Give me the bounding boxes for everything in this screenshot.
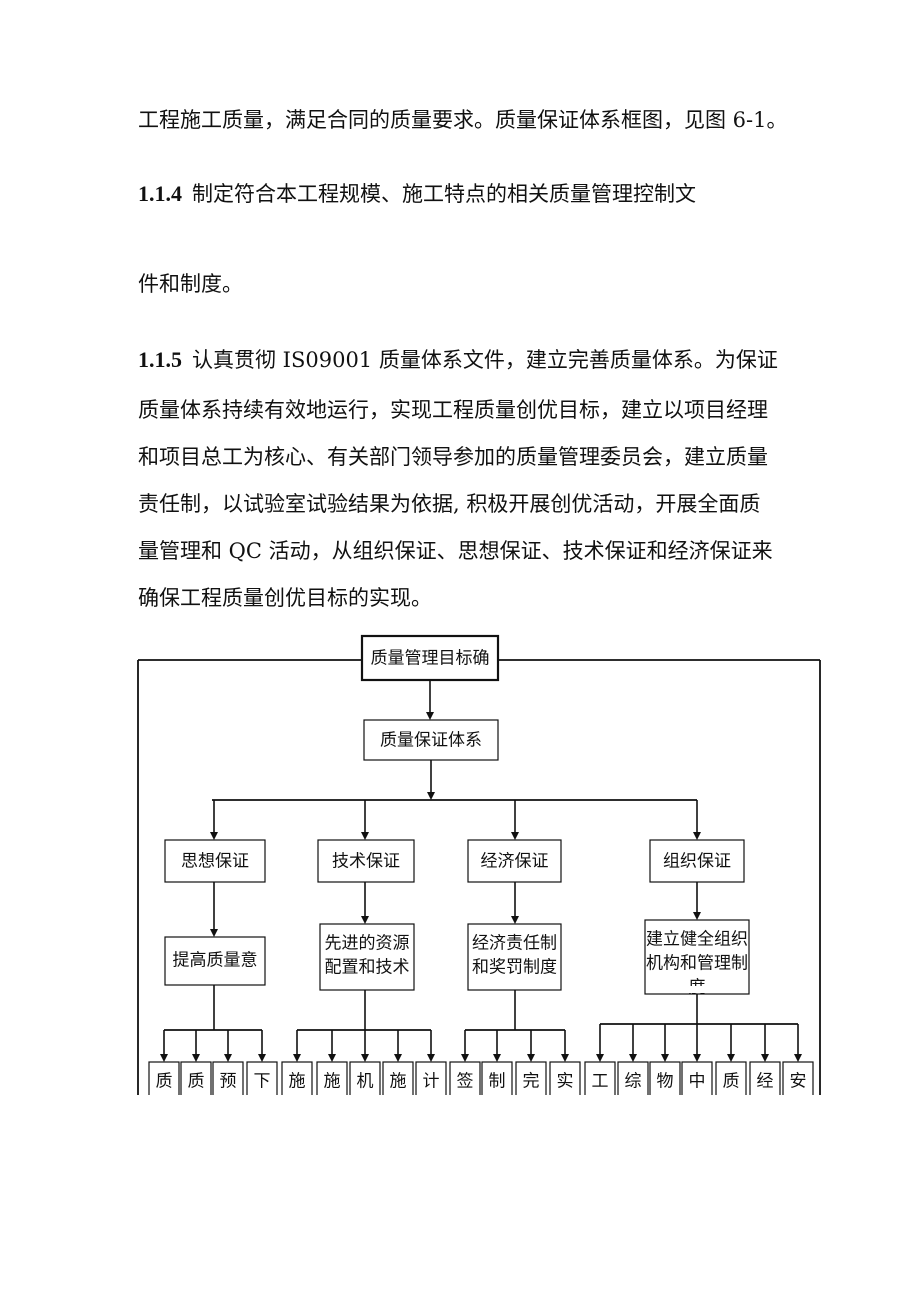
- paragraph-text: 责任制，以试验室试验结果为依据, 积极开展创优活动，开展全面质: [138, 492, 761, 516]
- leaf-label: 施: [289, 1072, 306, 1092]
- leaf-label: 制: [489, 1072, 506, 1092]
- branch-box: [317, 839, 415, 883]
- section-text: 制定符合本工程规模、施工特点的相关质量管理控制文: [192, 182, 696, 206]
- sub-box-label: 建立健全组织: [646, 930, 748, 950]
- paragraph-text: 量管理和 QC 活动，从组织保证、思想保证、技术保证和经济保证来: [138, 539, 773, 563]
- leaf-label: 施: [390, 1072, 407, 1092]
- leaf-label: 完: [523, 1072, 540, 1092]
- paragraph-line-2: 和项目总工为核心、有关部门领导参加的质量管理委员会，建立质量: [138, 443, 768, 471]
- leaf-label: 质: [188, 1072, 205, 1092]
- leaf-label: 下: [254, 1072, 271, 1092]
- leaf-label: 签: [457, 1072, 474, 1092]
- sub-box: [644, 919, 750, 995]
- leaf-label: 综: [625, 1072, 642, 1092]
- branch-box: [467, 839, 562, 883]
- paragraph-text: 件和制度。: [138, 272, 243, 296]
- section-text: 认真贯彻 IS09001 质量体系文件，建立完善质量体系。为保证: [192, 348, 778, 372]
- leaf-label: 经: [757, 1072, 774, 1092]
- paragraph-line-4: 量管理和 QC 活动，从组织保证、思想保证、技术保证和经济保证来: [138, 537, 773, 565]
- leaf-label: 预: [220, 1072, 237, 1092]
- sub-box-label: 机构和管理制: [646, 954, 748, 974]
- leaf-label: 质: [156, 1072, 173, 1092]
- leaf-label: 计: [423, 1072, 440, 1092]
- branch-label: 技术保证: [332, 852, 400, 872]
- text-line-1: 工程施工质量，满足合同的质量要求。质量保证体系框图，见图 6-1。: [138, 106, 788, 134]
- top-goal-label: 质量管理目标确: [371, 649, 490, 669]
- sub-box-label: 和奖罚制度: [472, 958, 557, 978]
- quality-system-label: 质量保证体系: [380, 731, 482, 751]
- branch-box: [649, 839, 745, 883]
- sub-box-label: 配置和技术: [325, 958, 410, 978]
- branch-label: 组织保证: [663, 852, 731, 872]
- sub-box: [319, 923, 415, 991]
- leaf-label: 机: [357, 1072, 374, 1092]
- paragraph-text: 和项目总工为核心、有关部门领导参加的质量管理委员会，建立质量: [138, 445, 768, 469]
- paragraph-line-1: 质量体系持续有效地运行，实现工程质量创优目标，建立以项目经理: [138, 396, 768, 424]
- leaf-label: 实: [557, 1072, 574, 1092]
- leaf-label: 中: [689, 1072, 706, 1092]
- crop-mask: [646, 986, 748, 993]
- leaf-label: 施: [324, 1072, 341, 1092]
- heading-1-1-4: 1.1.4 制定符合本工程规模、施工特点的相关质量管理控制文: [138, 180, 696, 208]
- paragraph-text: 质量体系持续有效地运行，实现工程质量创优目标，建立以项目经理: [138, 398, 768, 422]
- branch-label: 思想保证: [181, 852, 249, 872]
- heading-1-1-5: 1.1.5 认真贯彻 IS09001 质量体系文件，建立完善质量体系。为保证: [138, 346, 778, 374]
- leaf-label: 安: [790, 1072, 807, 1092]
- section-number: 1.1.5: [138, 347, 182, 372]
- sub-box-label: 经济责任制: [472, 934, 557, 954]
- paragraph-line-5: 确保工程质量创优目标的实现。: [138, 584, 432, 612]
- leaf-label: 物: [657, 1072, 674, 1092]
- paragraph-text: 工程施工质量，满足合同的质量要求。质量保证体系框图，见图 6-1。: [138, 108, 788, 132]
- sub-box-label: 先进的资源: [325, 934, 410, 954]
- leaf-label: 质: [723, 1072, 740, 1092]
- paragraph-line-3: 责任制，以试验室试验结果为依据, 积极开展创优活动，开展全面质: [138, 490, 760, 518]
- leaf-label: 工: [592, 1072, 609, 1092]
- text-line-continuation: 件和制度。: [138, 270, 243, 298]
- quality-system-box: [363, 719, 499, 761]
- branch-label: 经济保证: [481, 852, 549, 872]
- paragraph-text: 确保工程质量创优目标的实现。: [138, 586, 432, 610]
- branch-box: [164, 839, 266, 883]
- sub-box-label: 提高质量意: [173, 951, 258, 971]
- top-goal-box: [360, 634, 500, 682]
- section-number: 1.1.4: [138, 181, 182, 206]
- sub-box: [164, 936, 266, 986]
- crop-mask: [120, 1095, 840, 1155]
